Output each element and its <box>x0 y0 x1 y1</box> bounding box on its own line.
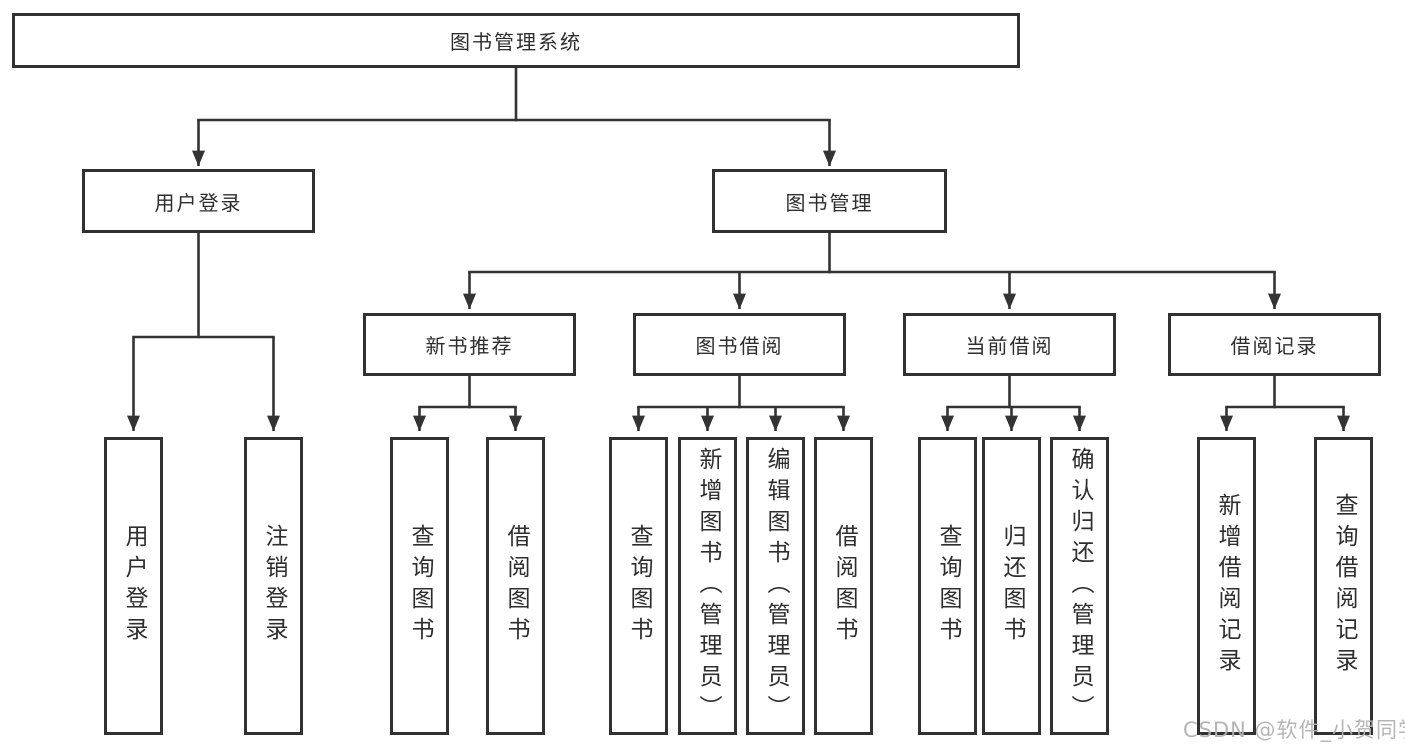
node-label: 查询借阅记录 <box>1331 493 1357 679</box>
node-label: 借阅记录 <box>1230 334 1319 358</box>
node-label: 确认归还（管理员） <box>1067 446 1093 726</box>
node-label: 查询图书 <box>407 524 433 648</box>
node-label: 借阅图书 <box>503 524 529 648</box>
node-label: 注销登录 <box>261 524 287 648</box>
node-leaf-query-borrow-record: 查询借阅记录 <box>1314 437 1373 735</box>
node-leaf-query-books-current: 查询图书 <box>918 437 977 735</box>
csdn-watermark: CSDN @软件_小贺同学 <box>1183 718 1405 742</box>
node-label: 当前借阅 <box>965 334 1054 358</box>
node-new-book-recommend: 新书推荐 <box>363 313 576 376</box>
node-label: 新增图书（管理员） <box>695 446 721 726</box>
node-label: 图书管理系统 <box>450 30 582 54</box>
node-leaf-borrow-books: 借阅图书 <box>814 437 873 735</box>
node-label: 图书管理 <box>785 190 874 215</box>
node-leaf-borrow-books-recommend: 借阅图书 <box>486 437 545 735</box>
node-label: 编辑图书（管理员） <box>763 446 789 726</box>
node-leaf-add-books-admin: 新增图书（管理员） <box>678 437 737 735</box>
node-leaf-logout: 注销登录 <box>244 437 303 735</box>
node-label: 查询图书 <box>935 524 961 648</box>
node-label: 新增借阅记录 <box>1214 493 1240 679</box>
node-label: 查询图书 <box>626 524 652 648</box>
node-leaf-query-books-borrow: 查询图书 <box>609 437 668 735</box>
node-library-management-system: 图书管理系统 <box>12 13 1020 68</box>
node-leaf-edit-books-admin: 编辑图书（管理员） <box>746 437 805 735</box>
node-label: 用户登录 <box>154 190 243 215</box>
node-leaf-add-borrow-record: 新增借阅记录 <box>1197 437 1256 735</box>
node-leaf-confirm-return-admin: 确认归还（管理员） <box>1050 437 1109 735</box>
node-leaf-return-books: 归还图书 <box>982 437 1041 735</box>
node-borrow-records: 借阅记录 <box>1168 313 1381 376</box>
node-label: 图书借阅 <box>695 334 784 358</box>
node-book-management-branch: 图书管理 <box>712 169 947 233</box>
node-label: 用户登录 <box>121 524 147 648</box>
node-user-login-branch: 用户登录 <box>82 169 315 233</box>
node-leaf-user-login: 用户登录 <box>104 437 163 735</box>
node-book-borrow: 图书借阅 <box>633 313 846 376</box>
node-label: 归还图书 <box>999 524 1025 648</box>
node-label: 借阅图书 <box>831 524 857 648</box>
node-leaf-query-books-recommend: 查询图书 <box>390 437 449 735</box>
node-label: 新书推荐 <box>425 334 514 358</box>
node-current-borrow: 当前借阅 <box>903 313 1116 376</box>
